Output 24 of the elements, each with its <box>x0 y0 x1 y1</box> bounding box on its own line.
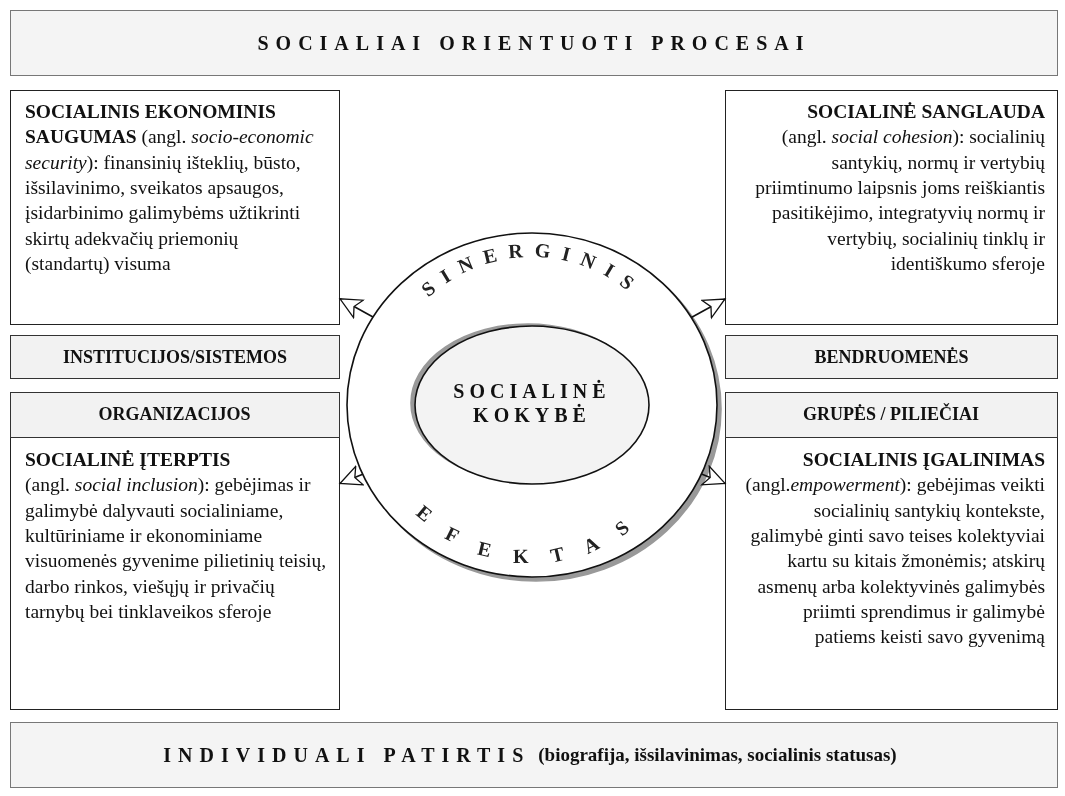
info-card <box>725 392 1058 710</box>
footer-band <box>10 722 1058 788</box>
card-description: (angl. social inclusion): gebėjimas ir galimybė dalyvauti socialiniame, kultūriniame ir ekonominiame visuomenės gyvenime pilietinių teisių, darbo rinkos, viešųjų ir privačių tarnybų bei tinklaveikos sferoje <box>25 473 327 625</box>
info-card <box>725 90 1058 325</box>
arrow <box>339 298 374 319</box>
arrow <box>690 298 726 319</box>
arrow <box>700 465 726 486</box>
header-band: SOCIALIAI ORIENTUOTI PROCESAI <box>10 10 1058 76</box>
category-band: INSTITUCIJOS/SISTEMOS <box>10 335 340 379</box>
band-heading: INDIVIDUALI PATIRTIS <box>163 743 531 767</box>
card-description: SOCIALINIS EKONOMINIS SAUGUMAS (angl. socio-economic security): finansinių išteklių, būsto, išsilavinimo, sveikatos apsaugos, įsidarbinimo galimybėms užtikrinti skirtų adekvačių priemonių (standartų) visuma <box>25 100 315 277</box>
category-band: GRUPĖS / PILIEČIAI <box>724 391 1058 438</box>
category-band: ORGANIZACIJOS <box>9 391 340 438</box>
card-description: (angl.empowerment): gebėjimas veikti socialinių santykių kontekste, galimybė ginti savo teises kolektyviai kartu su kitais žmonėmis; atskirų asmenų arba kolektyvinės galimybės priimti sprendimus ir galimybė patiems keisti savo gyvenimą <box>744 473 1045 650</box>
core-label: SOCIALINĖ KOKYBĖ <box>452 379 612 427</box>
card-heading: SOCIALINĖ SANGLAUDA <box>806 100 1045 124</box>
card-description: (angl. social cohesion): socialinių santykių, normų ir vertybių priimtinumo laipsnis joms reiškiantis pasitikėjimo, integratyvių normų ir vertybių, socialinių tinklų ir identiškumo sferoje <box>754 125 1045 277</box>
card-heading: SOCIALINĖ ĮTERPTIS <box>25 448 232 472</box>
band-note: (biografija, išsilavinimas, socialinis statusas) <box>538 744 897 766</box>
arrow <box>339 465 364 486</box>
info-card <box>10 392 340 710</box>
card-heading: SOCIALINIS ĮGALINIMAS <box>801 448 1045 472</box>
category-band: BENDRUOMENĖS <box>725 335 1058 379</box>
info-card <box>10 90 340 325</box>
